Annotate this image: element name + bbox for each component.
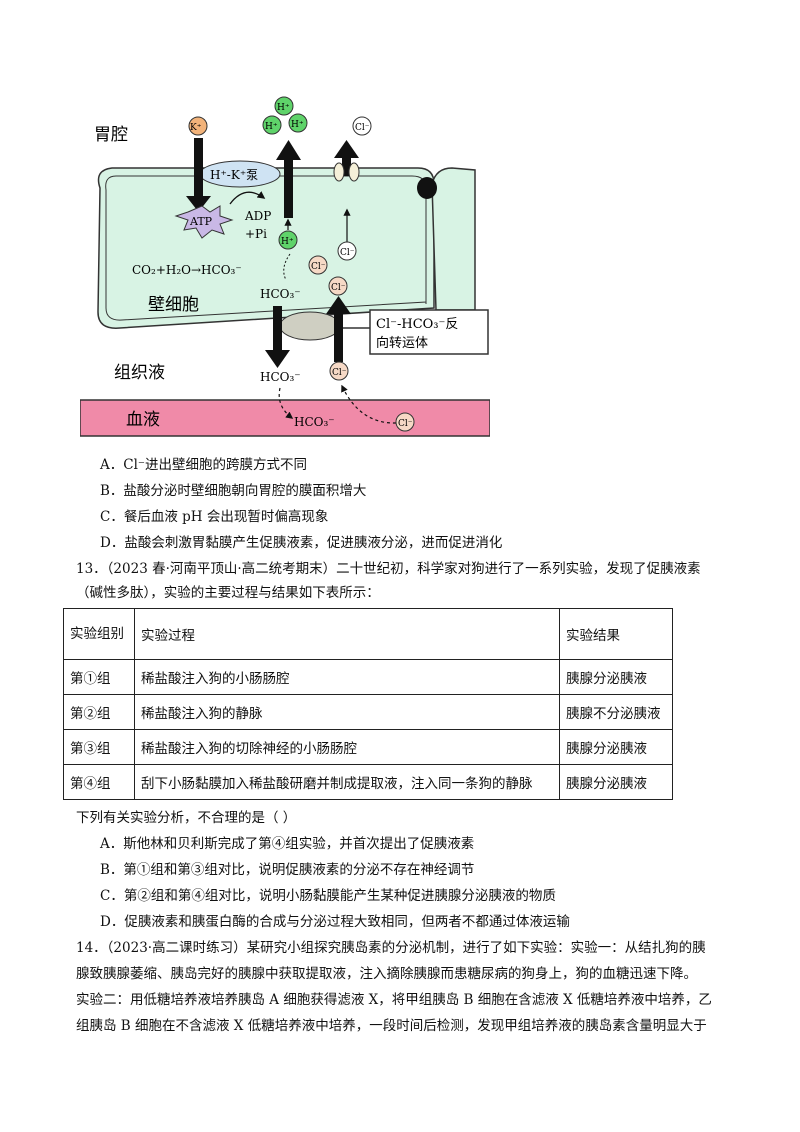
label-tissue-fluid: 组织液 — [114, 363, 165, 382]
svg-text:Cl⁻: Cl⁻ — [355, 123, 370, 133]
hco3-tissue-label: HCO₃⁻ — [260, 370, 301, 384]
cl-out-arrow — [334, 140, 359, 158]
q12-option-b: B．盐酸分泌时壁细胞朝向胃腔的膜面积增大 — [100, 483, 367, 499]
atp-label: ATP — [189, 215, 213, 228]
k-ion — [188, 116, 208, 136]
blood-band — [80, 399, 490, 437]
svg-text:Cl⁻: Cl⁻ — [332, 368, 347, 378]
atp-star — [174, 205, 234, 239]
reaction-label: CO₂+H₂O→HCO₃⁻ — [132, 263, 242, 277]
svg-text:Cl⁻: Cl⁻ — [340, 248, 355, 258]
experiment-table: 实验组别 实验过程 实验结果 第①组 稀盐酸注入狗的小肠肠腔 胰腺分泌胰液 第②… — [63, 608, 673, 800]
q14-line4: 组胰岛 B 细胞在不含滤液 X 低糖培养液中培养，一段时间后检测，发现甲组培养液… — [76, 1018, 707, 1034]
table-row: 第④组 刮下小肠黏膜加入稀盐酸研磨并制成提取液，注入同一条狗的静脉 胰腺分泌胰液 — [63, 764, 673, 800]
q12-option-c: C．餐后血液 pH 会出现暂时偏高现象 — [100, 509, 329, 525]
header-process: 实验过程 — [134, 608, 560, 660]
q13-option-b: B．第①组和第③组对比，说明促胰液素的分泌不存在神经调节 — [100, 862, 475, 878]
svg-text:Cl⁻: Cl⁻ — [331, 283, 346, 293]
svg-text:H⁺: H⁺ — [265, 122, 278, 132]
neighbour-cell — [431, 167, 476, 311]
h-ion-top — [274, 96, 294, 116]
cl-ion-top — [352, 116, 372, 136]
svg-text:Cl⁻: Cl⁻ — [311, 262, 326, 272]
q14-line3: 实验二：用低糖培养液培养胰岛 A 细胞获得滤液 X，将甲组胰岛 B 细胞在含滤液… — [76, 992, 712, 1008]
cl-hco3-antiporter — [279, 311, 341, 341]
q13-option-a: A．斯他林和贝利斯完成了第④组实验，并首次提出了促胰液素 — [100, 836, 475, 852]
svg-text:Cl⁻: Cl⁻ — [398, 419, 413, 429]
svg-text:H⁺: H⁺ — [291, 120, 304, 130]
q14-line2: 腺致胰腺萎缩、胰岛完好的胰腺中获取提取液，注入摘除胰腺而患糖尿病的狗身上，狗的血… — [76, 966, 697, 982]
header-result: 实验结果 — [559, 608, 673, 660]
pump-label: H⁺-K⁺泵 — [210, 168, 258, 182]
label-blood: 血液 — [126, 410, 160, 429]
q13-option-d: D．促胰液素和胰蛋白酶的合成与分泌过程大致相同，但两者不都通过体液运输 — [100, 914, 570, 930]
h-ion-right — [288, 113, 308, 133]
q13-stem-line1: 13．（2023 春·河南平顶山·高二统考期末）二十世纪初，科学家对狗进行了一系… — [76, 561, 701, 577]
q12-option-d: D．盐酸会刺激胃黏膜产生促胰液素，促进胰液分泌，进而促进消化 — [100, 535, 503, 551]
tight-junction — [417, 177, 437, 199]
adp-label: ADP — [244, 209, 271, 223]
hco3-cell-label: HCO₃⁻ — [260, 287, 301, 301]
label-gastric-cavity: 胃腔 — [94, 125, 128, 144]
hco3-out-arrow — [265, 350, 290, 368]
cl-ion-cell-a — [308, 255, 328, 275]
parietal-cell — [97, 167, 435, 329]
table-header-row: 实验组别 实验过程 实验结果 — [63, 608, 673, 660]
h-ion-left — [262, 115, 282, 135]
pi-label: +Pi — [245, 227, 267, 241]
h-ion-cell — [278, 230, 298, 250]
q13-prompt: 下列有关实验分析，不合理的是（ ） — [76, 810, 297, 826]
antiporter-label-line1: Cl⁻-HCO₃⁻反 — [376, 317, 458, 332]
ion-transport-diagram: Cl⁻-HCO₃⁻反 向转运体 胃腔 壁细胞 组织液 血液 H⁺-K⁺泵 K⁺ … — [80, 96, 490, 437]
hco3-blood-label: HCO₃⁻ — [294, 415, 335, 429]
q13-option-c: C．第②组和第④组对比，说明小肠黏膜能产生某种促进胰腺分泌胰液的物质 — [100, 888, 556, 904]
table-row: 第①组 稀盐酸注入狗的小肠肠腔 胰腺分泌胰液 — [63, 659, 673, 695]
svg-text:K⁺: K⁺ — [190, 123, 202, 133]
cl-ion-cell-b — [328, 276, 348, 296]
cl-ion-tissue — [329, 361, 349, 381]
svg-text:H⁺: H⁺ — [277, 103, 290, 113]
q14-line1: 14．（2023·高二课时练习）某研究小组探究胰岛素的分泌机制，进行了如下实验：… — [76, 940, 706, 956]
h-out-arrow — [276, 140, 301, 160]
cl-ion-mid — [337, 241, 357, 261]
k-in-arrow — [186, 196, 211, 212]
cl-in-arrow — [326, 296, 351, 314]
antiporter-label-line2: 向转运体 — [376, 335, 428, 351]
q12-option-a: A．Cl⁻进出壁细胞的跨膜方式不同 — [100, 457, 308, 473]
svg-text:H⁺: H⁺ — [281, 237, 294, 247]
cl-ion-blood — [395, 412, 415, 432]
table-row: 第②组 稀盐酸注入狗的静脉 胰腺不分泌胰液 — [63, 694, 673, 730]
table-row: 第③组 稀盐酸注入狗的切除神经的小肠肠腔 胰腺分泌胰液 — [63, 729, 673, 765]
header-group: 实验组别 — [63, 608, 135, 660]
antiporter-label-box — [369, 309, 489, 355]
label-parietal-cell: 壁细胞 — [148, 295, 199, 314]
q13-stem-line2: （碱性多肽），实验的主要过程与结果如下表所示： — [76, 585, 380, 601]
